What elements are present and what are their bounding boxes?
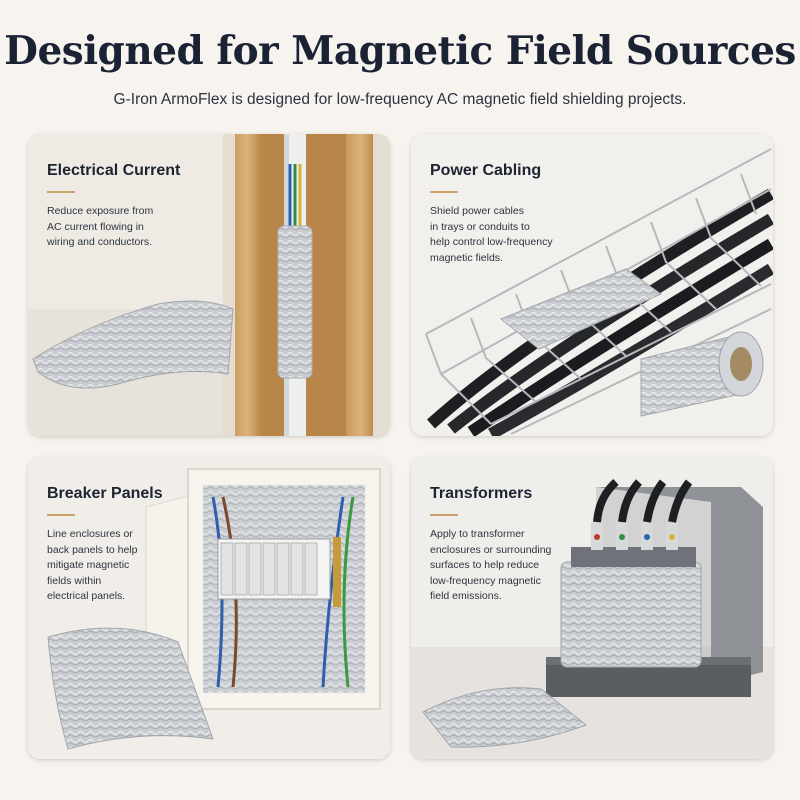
card-description: Apply to transformer enclosures or surro… [430,528,552,602]
accent-rule [47,514,75,516]
card-electrical-current: Electrical Current Reduce exposure from … [28,134,390,436]
page-subtitle: G-Iron ArmoFlex is designed for low-freq… [113,91,687,108]
wall-wiring-illustration [28,134,390,436]
card-title: Power Cabling [430,162,542,179]
breaker-panel-illustration [28,457,390,759]
cable-tray-illustration [411,134,773,436]
accent-rule [430,514,458,516]
card-title: Transformers [430,485,533,502]
card-description: Reduce exposure from AC current flowing … [47,205,154,248]
card-breaker-panels: Breaker Panels Line enclosures or back p… [28,457,390,759]
card-power-cabling: Power Cabling Shield power cables in tra… [411,134,773,436]
accent-rule [47,191,75,193]
card-title: Breaker Panels [47,485,163,502]
card-transformers: Transformers Apply to transformer enclos… [411,457,773,759]
accent-rule [430,191,458,193]
transformer-illustration [411,457,773,759]
page-title: Designed for Magnetic Field Sources [4,28,796,74]
card-description: Shield power cables in trays or conduits… [430,205,553,264]
card-title: Electrical Current [47,162,181,179]
card-description: Line enclosures or back panels to help m… [47,528,138,602]
